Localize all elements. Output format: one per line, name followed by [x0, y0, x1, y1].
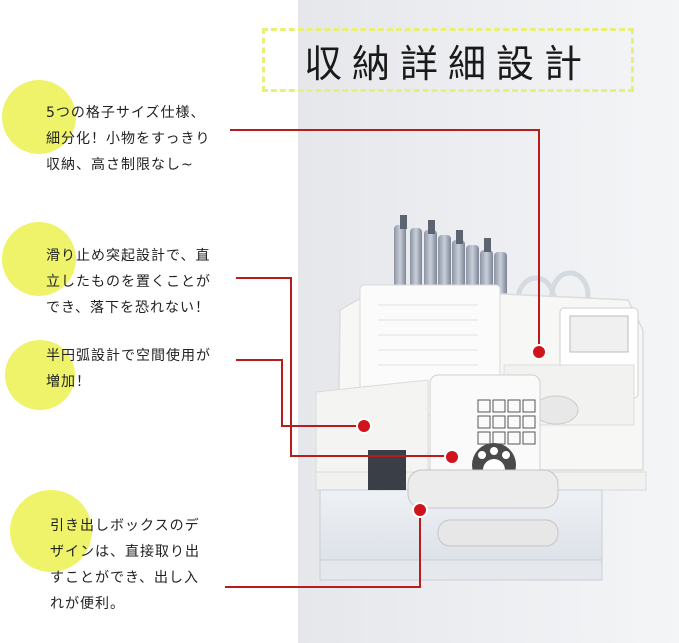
feature-line: 細分化！小物をすっきり: [46, 131, 211, 147]
highlight-bubble-2: [2, 222, 76, 296]
highlight-bubble-3: [5, 340, 75, 410]
feature-drawer: 引き出しボックスのデ ザインは、直接取り出 すことができ、出し入 れが便利。: [50, 513, 200, 617]
feature-line: 半円弧設計で空間使用が: [46, 348, 211, 364]
feature-line: ザインは、直接取り出: [50, 544, 200, 560]
connector-dot-3: [356, 418, 372, 434]
feature-anti-slip: 滑り止め突起設計で、直 立したものを置くことが でき、落下を恐れない！: [46, 243, 211, 321]
page-title: 収納詳細設計: [303, 41, 592, 86]
feature-line: 5つの格子サイズ仕様、: [46, 105, 206, 121]
feature-half-arc: 半円弧設計で空間使用が 増加！: [46, 343, 211, 395]
highlight-bubble-1: [2, 80, 76, 154]
connector-line-2-h: [236, 277, 291, 279]
feature-grid-sizes: 5つの格子サイズ仕様、 細分化！小物をすっきり 収納、高さ制限なし~: [46, 100, 210, 178]
product-photo: [298, 0, 679, 643]
feature-line: れが便利。: [50, 596, 125, 612]
feature-line: 引き出しボックスのデ: [50, 518, 200, 534]
connector-line-1-v: [538, 129, 540, 351]
connector-dot-4: [412, 502, 428, 518]
connector-line-1-h: [230, 129, 540, 131]
connector-line-2-v: [290, 277, 292, 457]
feature-line: 収納、高さ制限なし~: [46, 157, 194, 173]
connector-line-3-h: [236, 359, 282, 361]
title-box: 収納詳細設計: [262, 28, 634, 92]
feature-line: でき、落下を恐れない！: [46, 300, 211, 316]
connector-line-3-v: [281, 359, 283, 427]
feature-line: 滑り止め突起設計で、直: [46, 248, 211, 264]
connector-line-4-h: [225, 586, 421, 588]
connector-line-3-h2: [281, 425, 363, 427]
connector-dot-2: [444, 449, 460, 465]
highlight-bubble-4: [10, 490, 92, 572]
organizer-illustration: [298, 0, 679, 643]
connector-line-4-v: [419, 510, 421, 588]
feature-line: 増加！: [46, 374, 91, 390]
connector-dot-1: [531, 344, 547, 360]
connector-line-2-h2: [290, 455, 452, 457]
feature-line: すことができ、出し入: [50, 570, 200, 586]
feature-line: 立したものを置くことが: [46, 274, 211, 290]
